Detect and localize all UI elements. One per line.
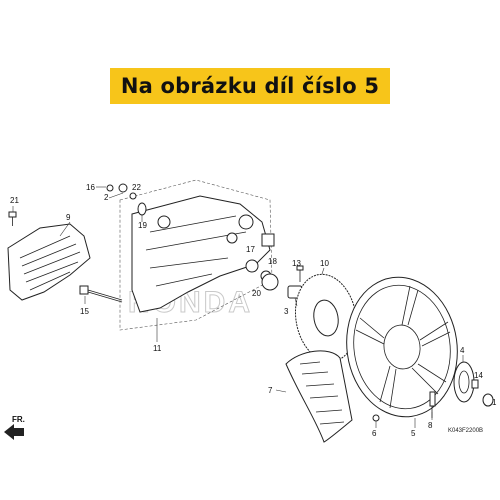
callout-18: 18 xyxy=(268,257,277,266)
callout-17: 17 xyxy=(246,245,255,254)
callout-3: 3 xyxy=(284,307,289,316)
info-banner: Na obrázku díl číslo 5 xyxy=(110,68,390,104)
callout-14: 14 xyxy=(474,371,483,380)
small-hardware-parts xyxy=(106,183,147,216)
banner-text: Na obrázku díl číslo 5 xyxy=(120,74,380,98)
callout-13: 13 xyxy=(292,259,301,268)
callout-15: 15 xyxy=(80,307,89,316)
leader-lines xyxy=(12,186,464,428)
bolt-15-part xyxy=(79,285,123,303)
callout-2: 2 xyxy=(104,193,109,202)
axle-hardware-parts xyxy=(453,361,494,407)
callout-21: 21 xyxy=(10,196,19,205)
callout-9: 9 xyxy=(66,213,71,222)
callout-20: 20 xyxy=(252,289,261,298)
callout-4: 4 xyxy=(460,346,465,355)
callout-1: 1 xyxy=(492,398,497,407)
callout-5: 5 xyxy=(411,429,416,438)
callout-10: 10 xyxy=(320,259,329,268)
callout-8: 8 xyxy=(428,421,433,430)
callout-7: 7 xyxy=(268,386,273,395)
bearing-parts xyxy=(245,233,279,291)
brake-disc-part xyxy=(294,273,358,363)
front-label: FR. xyxy=(12,415,25,424)
callout-22: 22 xyxy=(132,183,141,192)
rear-wheel-part xyxy=(346,276,458,418)
callout-labels: 21 9 16 22 2 19 17 17 18 20 13 10 3 15 1… xyxy=(10,183,497,438)
bolt-21-part xyxy=(8,211,17,226)
splash-guard-part xyxy=(7,223,91,301)
callout-19: 19 xyxy=(138,221,147,230)
bolt-13-part xyxy=(296,265,304,282)
callout-6: 6 xyxy=(372,429,377,438)
diagram-code: K043F2200B xyxy=(448,428,483,434)
front-direction-arrow: FR. xyxy=(4,415,25,440)
callout-11: 11 xyxy=(153,344,162,353)
callout-16: 16 xyxy=(86,183,95,192)
tyre-part xyxy=(285,350,353,443)
